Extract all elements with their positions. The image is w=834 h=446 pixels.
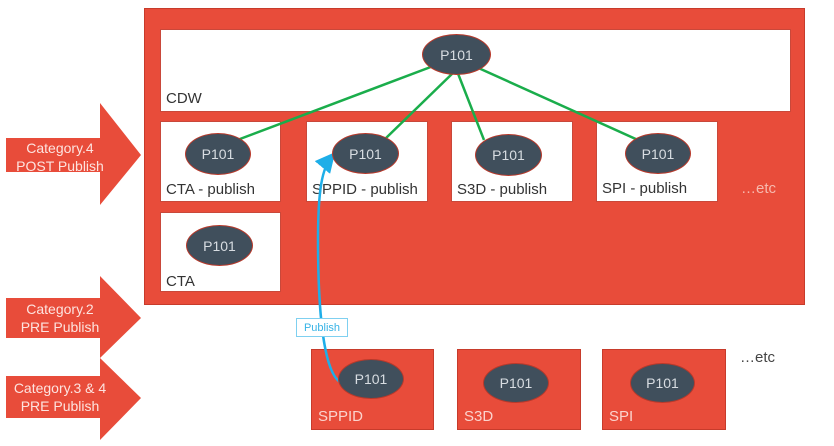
source-box-label: S3D [464,408,494,425]
node-spi-p101[interactable]: P101 [630,363,695,403]
source-box-label: SPI [609,408,634,425]
link-cdw-sppid [384,70,456,140]
publish-flow-arrow [314,152,341,384]
publish-box-label: SPI - publish [602,180,688,197]
category-4-label: Category.4 POST Publish [8,139,112,175]
node-s3d-publish-p101[interactable]: P101 [475,134,542,176]
cta-label: CTA [166,273,195,290]
category-3-4-label: Category.3 & 4 PRE Publish [8,379,112,415]
node-cta-publish-p101[interactable]: P101 [185,133,251,175]
publish-box-label: S3D - publish [457,181,548,198]
node-s3d-p101[interactable]: P101 [483,363,549,403]
node-spi-publish-p101[interactable]: P101 [625,133,691,174]
category-4-title: Category.4 [26,140,94,156]
category-2-label: Category.2 PRE Publish [8,300,112,336]
link-cdw-cta [231,63,437,144]
source-etc-label: …etc [740,349,776,366]
source-box-label: SPPID [318,408,364,425]
category-2-title: Category.2 [26,301,94,317]
link-cdw-spi [473,64,639,142]
node-sppid-publish-p101[interactable]: P101 [332,133,399,174]
node-sppid-p101[interactable]: P101 [338,359,404,399]
category-4-subtitle: POST Publish [16,158,104,174]
node-cdw-p101[interactable]: P101 [422,34,491,75]
category-4-arrow [6,103,141,205]
link-cdw-s3d [455,70,486,141]
publish-box-label: SPPID - publish [312,181,418,198]
publish-action-label[interactable]: Publish [296,318,348,337]
publish-etc-label: …etc [741,180,777,197]
category-3-4-title: Category.3 & 4 [13,380,107,396]
cdw-label: CDW [166,90,202,107]
publish-box-label: CTA - publish [166,181,255,198]
node-cta-p101[interactable]: P101 [186,225,253,266]
category-2-arrow [6,276,141,358]
category-3-4-subtitle: PRE Publish [20,398,100,414]
category-3-4-arrow [6,358,141,440]
category-2-subtitle: PRE Publish [20,319,100,335]
